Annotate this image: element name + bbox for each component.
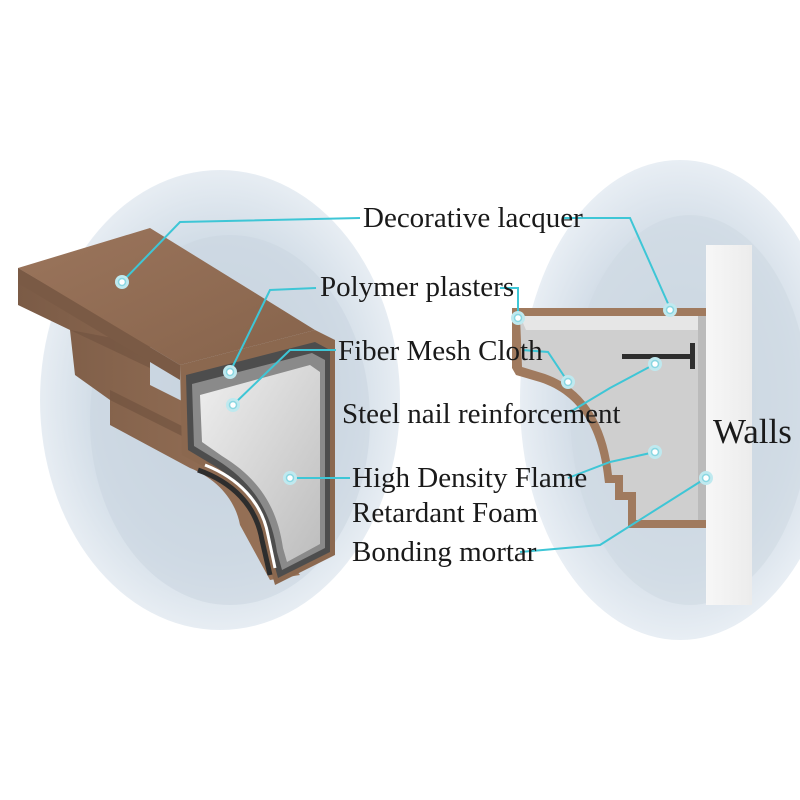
callout-dot-icon (561, 375, 575, 389)
foam-layer-end (200, 365, 320, 562)
callout-dot-icon (648, 357, 662, 371)
leader-decorative-lacquer-right (562, 217, 671, 309)
cornice-ridge-1 (70, 330, 150, 368)
cornice-3d-model (18, 228, 335, 585)
label-decorative-lacquer: Decorative lacquer (363, 202, 583, 234)
callout-dots (115, 275, 713, 485)
bonding-mortar-strip (698, 316, 706, 520)
label-bonding-mortar: Bonding mortar (352, 536, 537, 568)
label-foam-line1: High Density Flame (352, 462, 587, 494)
callout-dot-icon (648, 445, 662, 459)
callout-dot-icon (663, 303, 677, 317)
cornice-top-face (18, 228, 315, 365)
callout-dot-icon (283, 471, 297, 485)
steel-nail-shaft (622, 354, 694, 359)
callout-dot-icon (699, 471, 713, 485)
leader-steel-nail (569, 363, 656, 413)
leader-decorative-lacquer-left (121, 217, 361, 283)
cove-line (197, 467, 273, 576)
label-polymer-plasters: Polymer plasters (320, 271, 514, 303)
callout-dot-icon (226, 398, 240, 412)
label-walls: Walls (713, 412, 792, 451)
section-plaster-zone (520, 316, 698, 330)
leader-polymer-plasters-left (229, 287, 317, 373)
leader-lines (121, 217, 707, 553)
cornice-ridge-2 (110, 390, 190, 440)
leader-foam-right (567, 451, 656, 479)
cornice-top-edge (18, 268, 180, 380)
callout-dot-icon (511, 311, 525, 325)
callout-dot-icon (115, 275, 129, 289)
leader-polymer-plasters-right (500, 287, 519, 315)
steel-nail-head (690, 343, 695, 369)
callout-dot-icon (223, 365, 237, 379)
leader-bonding-mortar (519, 477, 707, 553)
label-fiber-mesh-cloth: Fiber Mesh Cloth (338, 335, 543, 367)
cove-line-inner (204, 463, 277, 569)
label-foam-line2: Retardant Foam (352, 497, 538, 529)
label-steel-nail-reinforcement: Steel nail reinforcement (342, 398, 621, 430)
leader-fiber-mesh-left (232, 349, 336, 406)
labels: Decorative lacquer Polymer plasters Fibe… (320, 202, 792, 568)
leader-fiber-mesh-right (521, 349, 569, 383)
wall-slab (706, 245, 752, 605)
